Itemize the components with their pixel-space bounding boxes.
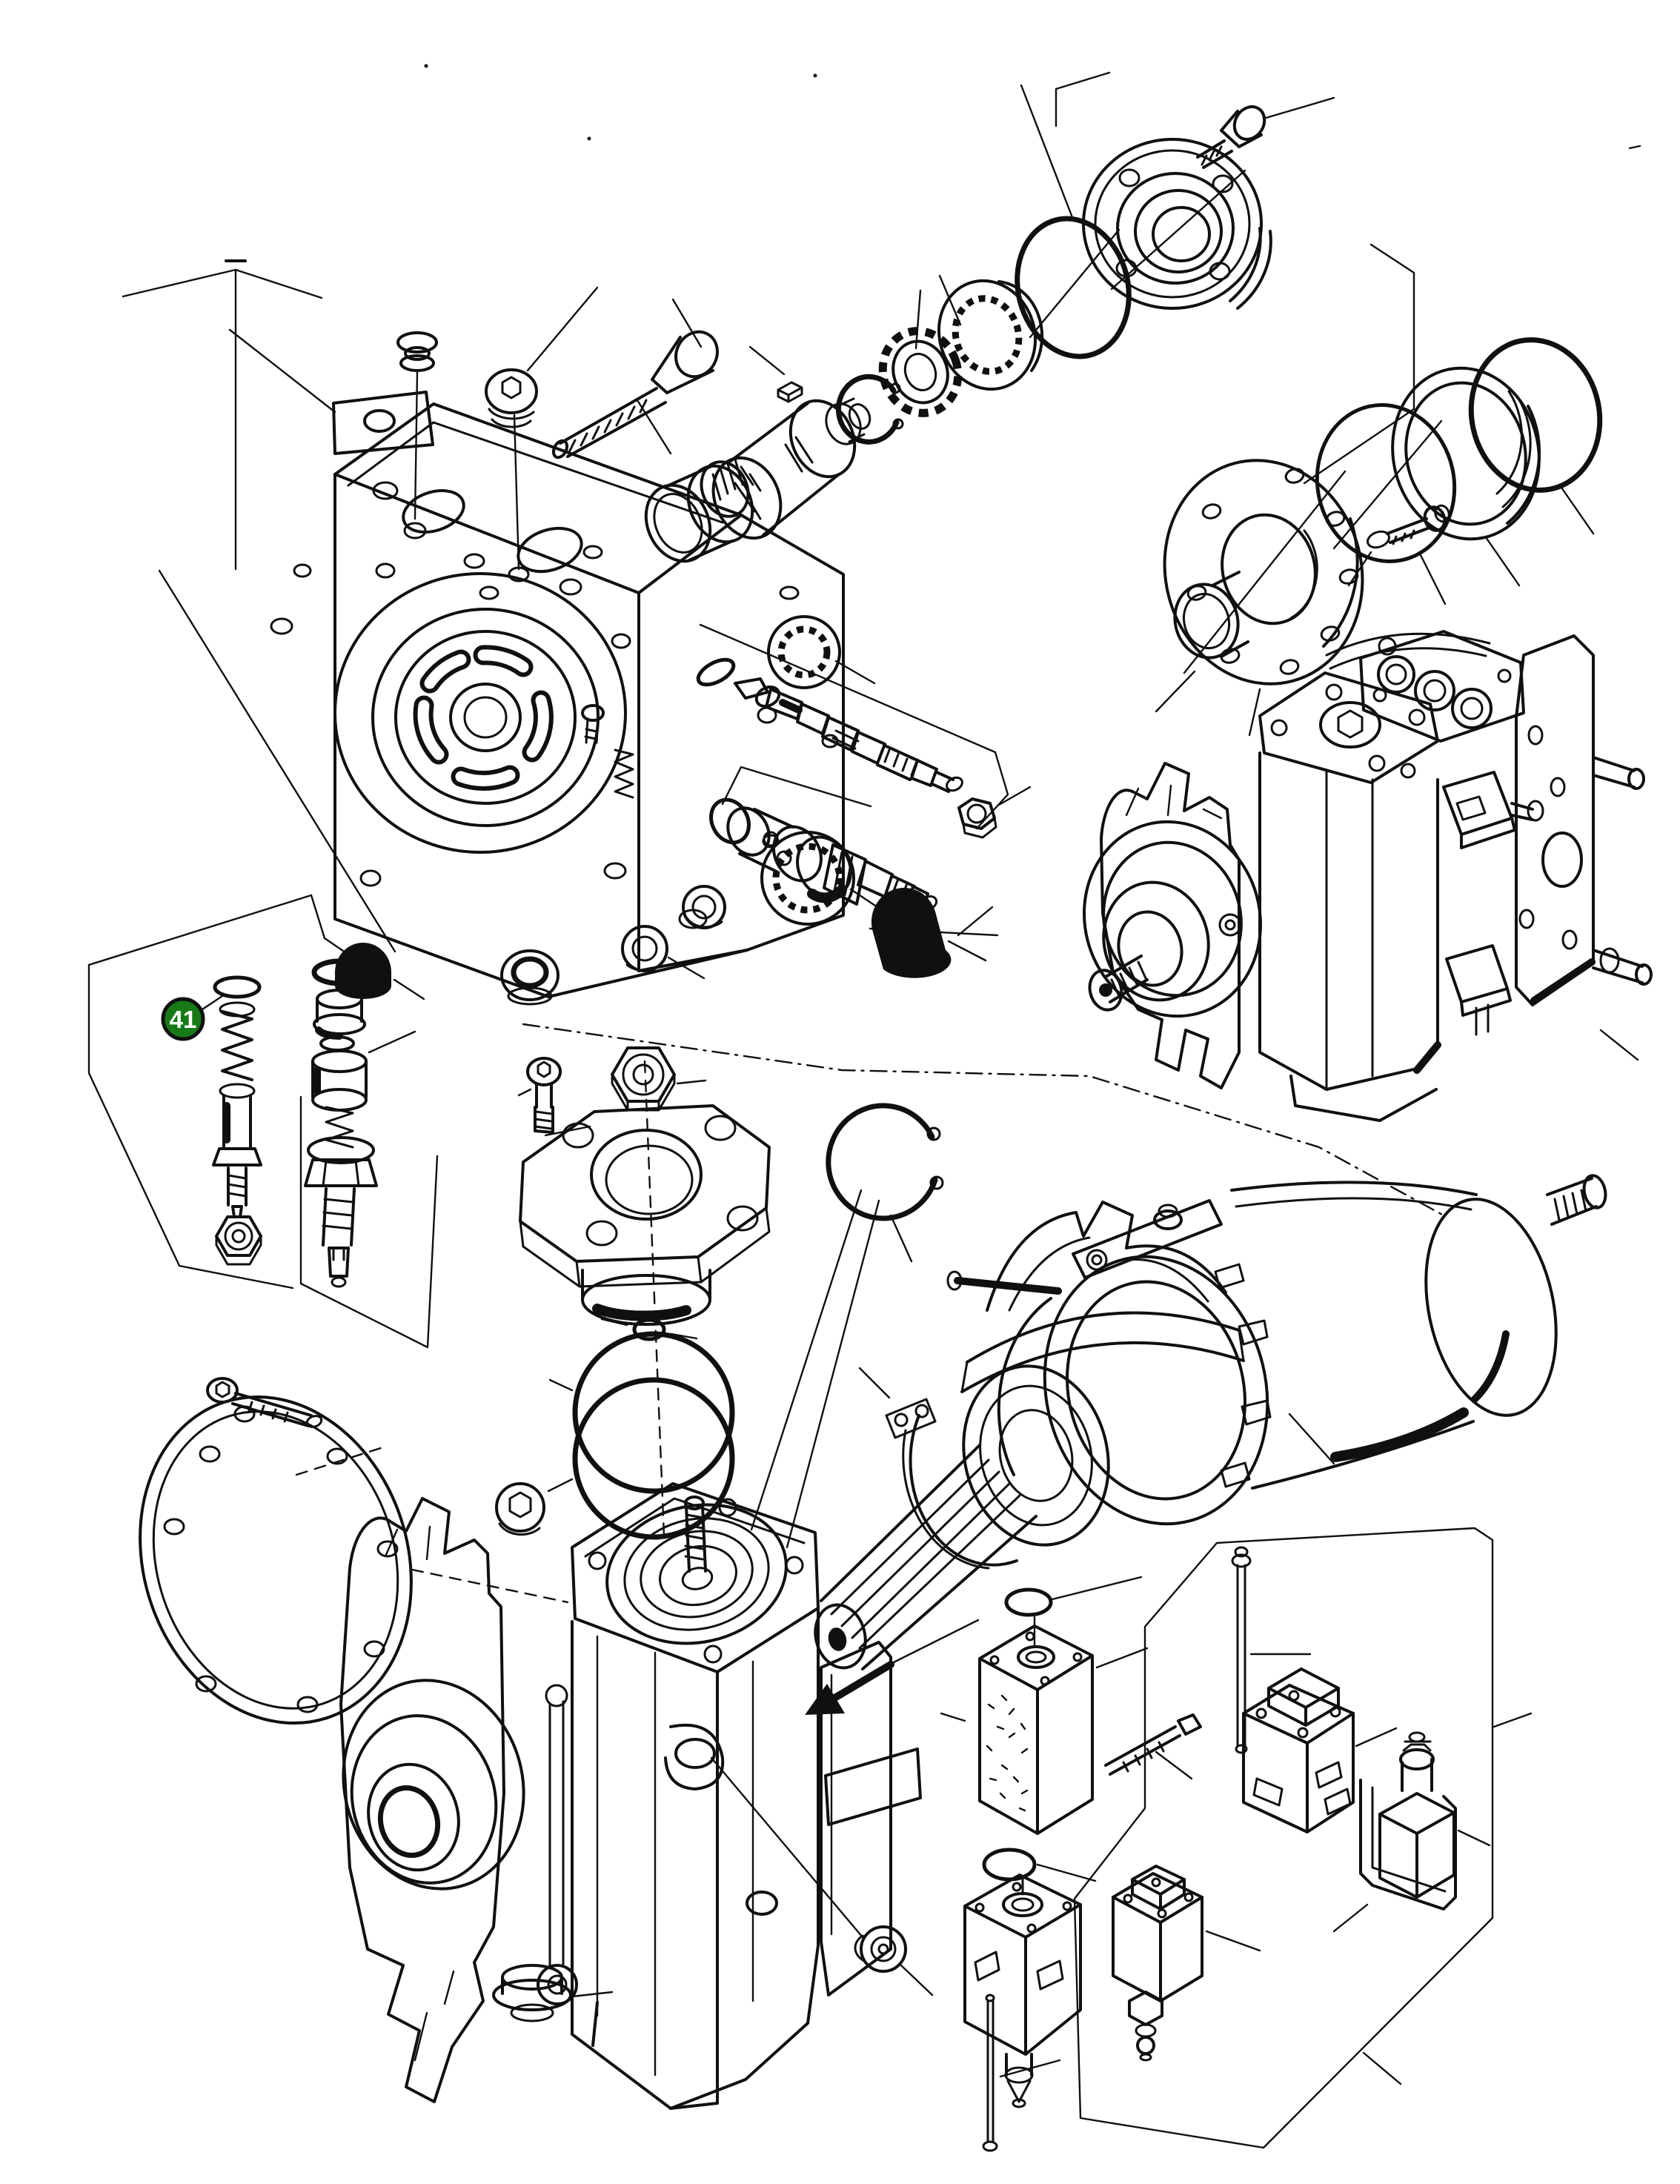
threaded-port-lower	[760, 831, 888, 926]
o-ring-large-chain	[1015, 216, 1132, 359]
drive-shaft-splined	[711, 397, 871, 540]
rod-long-bottom-left	[982, 1994, 1061, 2152]
plug-socket-spool-group	[682, 885, 726, 929]
needle-bearing-ring	[700, 458, 750, 518]
solenoid-coil-lower	[1112, 1865, 1261, 2062]
wear-sleeve-ring	[1391, 366, 1541, 587]
callout-badge-label: 41	[170, 1006, 197, 1033]
toothed-lock-washer	[878, 274, 963, 417]
adapter-flange-8-hole	[1155, 459, 1364, 737]
assembled-motor-unit	[814, 1174, 1607, 1670]
plug-with-bracket	[1332, 1731, 1491, 1933]
bolt-long-socket-head	[551, 298, 719, 459]
spool-lock-nut	[957, 786, 1032, 839]
assembled-pump-unit	[1083, 630, 1653, 1122]
splined-coupling-ring	[937, 84, 1075, 391]
control-spool-stepped	[696, 657, 963, 793]
shaft-key	[748, 345, 803, 403]
valve-block-cube	[940, 1624, 1149, 1835]
retaining-c-ring	[835, 289, 922, 445]
solenoid-group-boundary	[1073, 1527, 1533, 2149]
bushing-sleeve	[636, 399, 754, 563]
bolt-cover-flange	[1196, 96, 1335, 169]
o-ring-right	[1468, 337, 1603, 535]
plug-socket-head	[485, 286, 599, 571]
cover-flange-round	[1055, 71, 1415, 485]
mounting-fork-bracket	[339, 1497, 525, 2103]
valve-cartridge-a	[212, 975, 262, 1266]
cube-speckle-texture	[986, 1694, 1029, 1813]
group-bracket-top-left	[122, 259, 396, 953]
solenoid-coil-upper	[1242, 1667, 1398, 1833]
screw-with-washer-small	[1347, 504, 1450, 587]
o-ring-pair-large	[547, 1331, 735, 1540]
plug-socket-lower	[621, 925, 705, 980]
manifold-block-lower	[963, 1873, 1082, 2108]
o-ring-adapter	[1315, 403, 1457, 605]
band-clamp-strap	[537, 1684, 578, 2005]
side-plate-rear	[820, 1641, 922, 1997]
o-ring-block-mid	[982, 1848, 1097, 1882]
group-boundary-chain-line	[522, 1023, 1445, 1217]
hex-flange-plate	[519, 1104, 771, 1326]
oval-cover-plate	[139, 1395, 569, 1725]
screw-socket-vertical	[517, 1057, 591, 1137]
main-housing	[270, 391, 888, 998]
valve-cartridge-b	[304, 958, 416, 1288]
pump-body-vertical	[492, 1482, 934, 2110]
button-plug-bottom	[492, 1964, 614, 2022]
direction-arrow	[805, 1619, 980, 1715]
valve-cartridge-boundaries	[87, 894, 439, 1349]
snap-ring-large	[826, 1103, 944, 1263]
hex-flange-plate-group	[517, 1046, 880, 1549]
bushing-flanged	[500, 949, 560, 1006]
o-ring-block-top	[1004, 1576, 1143, 1648]
part-callout-41[interactable]: 41	[161, 995, 224, 1041]
threaded-port-upper	[767, 615, 876, 689]
threaded-stud-top	[681, 1496, 714, 1590]
bolt-horizontal-small	[1104, 1713, 1202, 1780]
hex-nut-top	[611, 1046, 707, 1112]
hex-plug-small	[495, 1482, 545, 1536]
callout-badge-circle[interactable]	[161, 997, 205, 1041]
cap-dome-spool	[871, 887, 987, 978]
pilot-bushing-hub	[1173, 571, 1249, 660]
socket-plug-right	[710, 1756, 934, 1997]
cylinder-barrel-kidney-slots	[413, 645, 554, 791]
bolt-cover-plate	[206, 1377, 323, 1428]
reference-marks	[424, 64, 1641, 150]
screw-and-spring-small	[581, 704, 634, 799]
